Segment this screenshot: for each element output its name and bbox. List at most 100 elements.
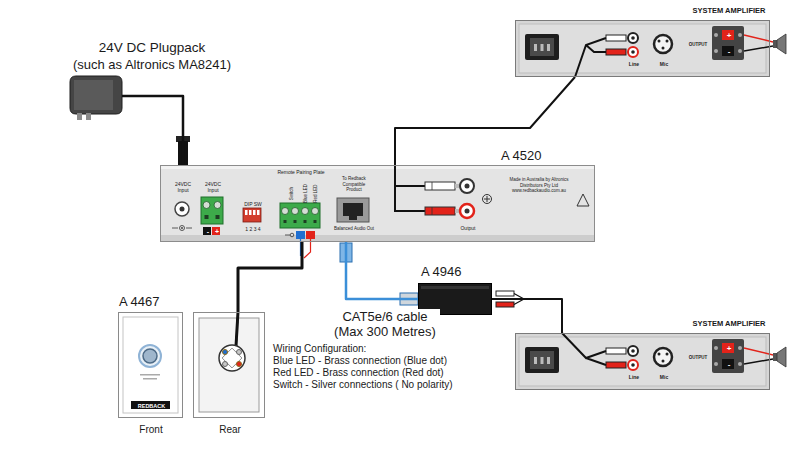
converter-illustration — [421, 286, 489, 289]
dc-jack — [172, 228, 178, 229]
remote-terminal — [285, 235, 290, 236]
wiring-note: Switch - Silver connections ( No polarit… — [273, 379, 453, 391]
power-terminal — [205, 215, 209, 219]
controller-box: A 452024VDC Input24VDC Input-+DIP SW1 2 … — [160, 165, 595, 242]
cable — [346, 242, 418, 299]
rca-output — [432, 182, 433, 190]
plugpack-illustration — [77, 113, 82, 120]
plugpack-illustration — [70, 76, 190, 165]
amplifier-illustration — [662, 47, 665, 50]
port-label: 24VDC Input — [169, 181, 197, 193]
rj45-socket — [343, 203, 363, 216]
device-title: 24V DC Plugpack — [62, 40, 242, 56]
power-terminal — [201, 197, 223, 224]
model-number: A 4467 — [119, 294, 189, 310]
dip-switch — [243, 208, 261, 222]
amplifier-illustration — [628, 33, 638, 43]
port-label: 24VDC Input — [199, 181, 227, 193]
amplifier-illustration — [534, 44, 537, 51]
dip-switch — [249, 210, 252, 215]
remote-terminal — [302, 208, 309, 215]
dip-switch — [253, 210, 256, 215]
remote-terminal — [280, 203, 320, 228]
device-title: SYSTEM AMPLIFIER — [673, 319, 785, 329]
amplifier-illustration — [515, 20, 786, 77]
brand-logo: REDBACK — [132, 402, 171, 410]
polarity-mark: - — [723, 47, 735, 57]
pin-name: Blue LED — [303, 182, 308, 204]
wall-plate: Rear — [193, 312, 265, 418]
port-label: OUTPUT — [685, 42, 711, 48]
rj45-socket — [349, 215, 357, 220]
cable-label: CAT5e/6 cable (Max 300 Metres) — [330, 309, 440, 339]
amplifier-illustration — [519, 24, 766, 73]
wall-plate-rear — [193, 312, 265, 418]
polarity-mark: + — [213, 228, 221, 236]
wall-plate-front — [118, 312, 183, 418]
amplifier-illustration — [722, 30, 734, 40]
wall-plate-front — [143, 349, 157, 363]
view-label: Rear — [200, 424, 260, 436]
view-label: Front — [121, 424, 181, 436]
wall-plate-front — [123, 317, 178, 413]
wall-plate-rear — [237, 362, 242, 367]
pin-name: Switch — [289, 182, 294, 204]
wall-plate-rear — [237, 350, 242, 355]
wall-plate-front — [143, 378, 157, 380]
remote-terminal — [294, 220, 297, 223]
amplifier-illustration — [606, 35, 626, 41]
power-terminal — [212, 227, 220, 235]
amplifier-illustration — [744, 46, 773, 51]
power-terminal — [216, 215, 220, 219]
controller-body — [161, 166, 594, 169]
cable — [492, 299, 562, 333]
plugpack-illustration — [86, 113, 91, 120]
rca-output — [484, 196, 490, 202]
port-label: Mic — [652, 61, 676, 68]
device-title: SYSTEM AMPLIFIER — [673, 6, 785, 16]
port-label: DIP SW — [237, 201, 269, 207]
wall-plate-rear — [223, 362, 228, 367]
power-terminal — [203, 227, 211, 235]
dip-switch — [245, 210, 248, 215]
amplifier-illustration — [744, 35, 773, 42]
amplifier-illustration — [712, 26, 744, 60]
wall-plate-front — [131, 401, 170, 409]
polarity-mark: + — [723, 344, 735, 354]
amplifier-illustration — [666, 40, 669, 43]
model-number: A 4946 — [421, 264, 491, 280]
switch-numbers: 1 2 3 4 — [237, 226, 269, 232]
rca-output — [577, 194, 589, 206]
amplifier-illustration — [628, 47, 638, 57]
rca-output — [465, 184, 470, 189]
remote-terminal — [296, 231, 305, 239]
remote-terminal — [314, 220, 317, 223]
amplifier-illustration — [525, 34, 559, 60]
polarity-mark: - — [204, 228, 212, 236]
model-number: A 4520 — [501, 148, 571, 164]
dc-jack — [172, 202, 192, 231]
dc-jack — [181, 227, 183, 229]
remote-terminal — [306, 231, 315, 239]
amplifier-illustration — [547, 44, 550, 51]
cable — [238, 242, 302, 312]
wall-plate-front — [118, 312, 183, 418]
amplifier-illustration — [773, 40, 777, 48]
dc-jack — [186, 228, 192, 229]
converter-illustration — [496, 291, 514, 296]
rca-output — [425, 207, 455, 215]
power-terminal — [201, 197, 223, 235]
rca-lead — [562, 333, 606, 365]
power-terminal — [214, 202, 221, 209]
cable — [122, 96, 183, 165]
port-label: Mic — [652, 374, 676, 381]
converter-illustration — [496, 302, 514, 307]
polarity-mark: + — [723, 31, 735, 41]
dip-switch — [257, 210, 260, 215]
rca-output — [483, 195, 492, 204]
wall-plate-rear — [223, 350, 228, 355]
rca-lead — [575, 38, 606, 77]
amplifier-illustration — [631, 36, 635, 40]
remote-terminal — [280, 203, 320, 258]
